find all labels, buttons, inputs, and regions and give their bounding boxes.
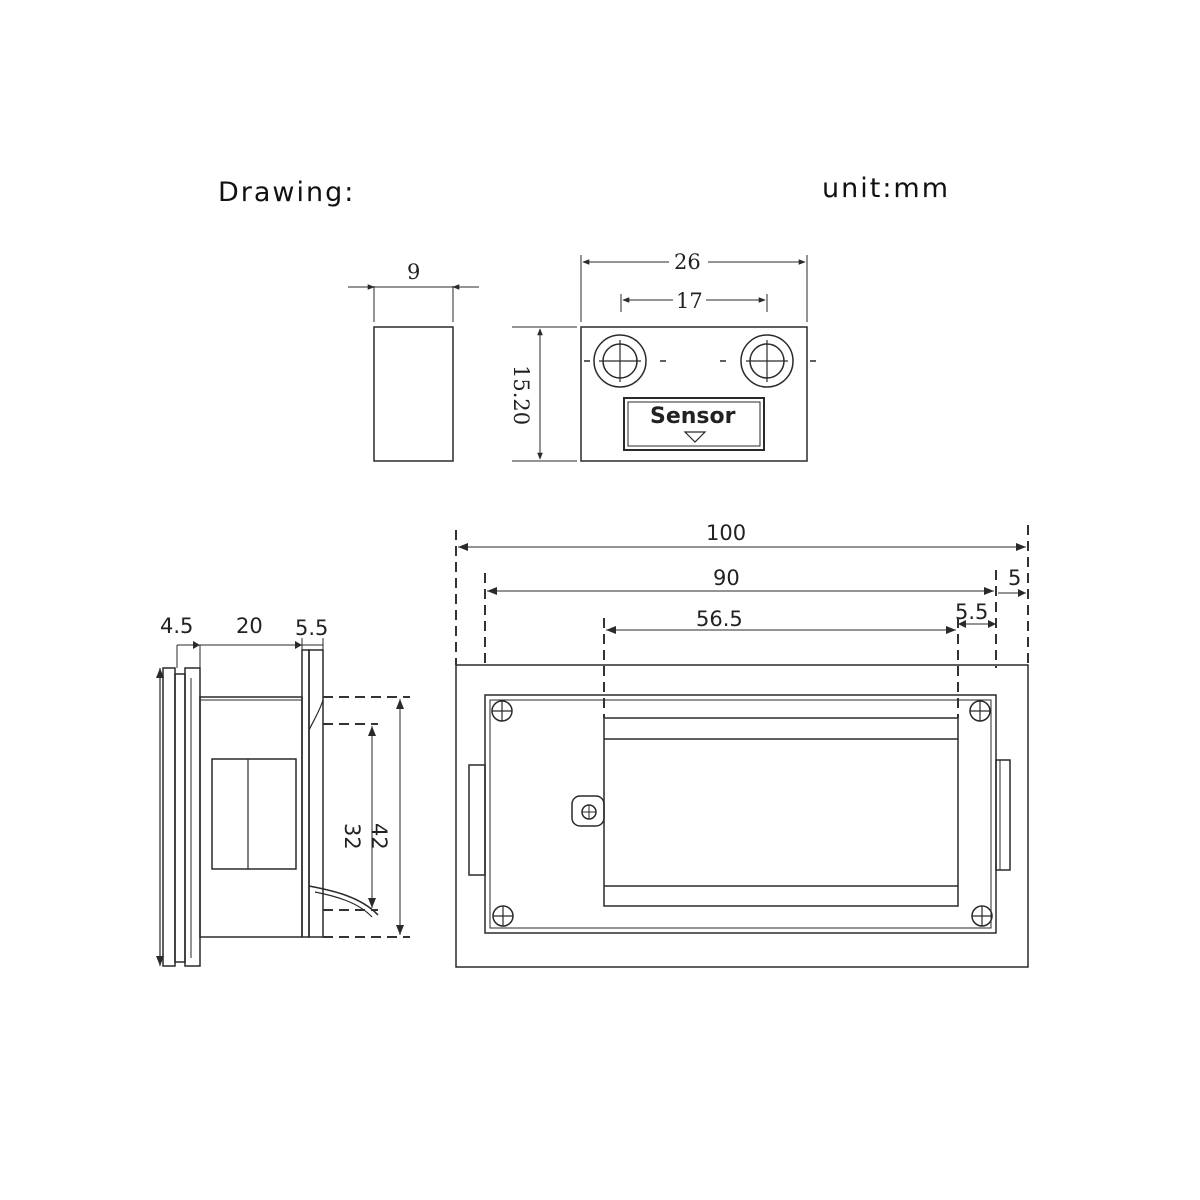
dim-meter-total-width: 100 (706, 521, 746, 545)
dim-sensor-hole-spacing: 17 (676, 289, 703, 313)
meter-left-tab (468, 764, 486, 876)
meter-right-tab (995, 759, 1011, 871)
screw-icon-bottom-left (492, 905, 514, 927)
drawing-title: Drawing: (218, 177, 356, 208)
unit-label: unit:mm (822, 173, 951, 204)
meter-side-connector (211, 758, 297, 870)
meter-front-panel (484, 694, 997, 934)
meter-front-view (455, 664, 1029, 968)
dim-sensor-front-width: 26 (674, 250, 701, 274)
meter-side-body (199, 696, 303, 938)
screw-icon-top-left (491, 700, 513, 722)
dim-side-body-depth: 20 (236, 614, 263, 638)
sensor-label-window (623, 397, 765, 451)
sensor-mount-hole-left (593, 334, 647, 388)
dim-side-inner-height: 32 (340, 823, 364, 850)
sensor-label: Sensor (650, 404, 736, 429)
dim-meter-window-offset: 5.5 (955, 600, 988, 624)
dim-meter-window-width: 56.5 (696, 607, 743, 631)
dim-side-outer-height: 42 (367, 823, 391, 850)
sensor-mount-hole-right (740, 334, 794, 388)
dim-meter-body-width: 90 (713, 566, 740, 590)
sensor-side-body (373, 326, 454, 462)
dim-side-rear-depth: 5.5 (295, 616, 328, 640)
screw-icon-bottom-right (971, 905, 993, 927)
meter-side-view (156, 638, 379, 967)
dim-side-bezel-thickness: 4.5 (160, 614, 193, 638)
side-extension-lines (323, 696, 410, 938)
sensor-arrow-icon (683, 431, 707, 443)
dim-sensor-side-width: 9 (407, 260, 420, 284)
sensor-side-view (348, 284, 479, 462)
dim-sensor-height: 15.20 (509, 365, 533, 425)
sensor-front-view (512, 255, 816, 462)
meter-display-window (603, 717, 959, 907)
dim-meter-right-margin: 5 (1008, 566, 1021, 590)
meter-window-screw-tab (571, 795, 605, 827)
front-extension-lines (455, 525, 1029, 718)
meter-side-bezel (162, 667, 176, 967)
screw-icon-top-right (969, 700, 991, 722)
sensor-front-body (580, 326, 808, 462)
meter-front-bezel (455, 664, 1029, 968)
meter-side-rear-plate (308, 649, 324, 938)
